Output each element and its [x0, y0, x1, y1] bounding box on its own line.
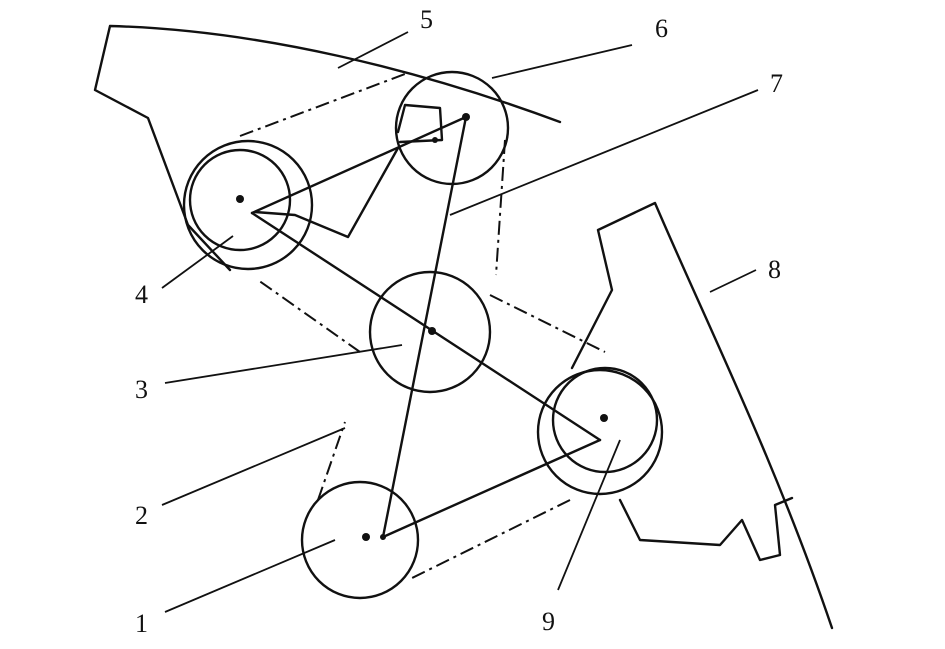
- drive-belt: [239, 73, 606, 581]
- center-dot: [236, 195, 244, 203]
- label-1: 1: [135, 609, 148, 638]
- center-dot: [362, 533, 370, 541]
- pulley-4-inner: [188, 148, 292, 252]
- center-dot: [462, 113, 470, 121]
- leader-8: [709, 269, 757, 293]
- label-8: 8: [768, 255, 781, 284]
- pulley-9-inner: [551, 366, 659, 474]
- pulley-9-outer: [536, 368, 664, 496]
- label-3: 3: [135, 375, 148, 404]
- center-dot: [380, 534, 386, 540]
- lower-bracket: [570, 201, 834, 630]
- leader-4: [161, 235, 234, 289]
- label-7: 7: [770, 69, 783, 98]
- center-dot: [432, 137, 438, 143]
- leader-7: [449, 89, 759, 216]
- label-9: 9: [542, 607, 555, 636]
- rod-4-9: [250, 211, 602, 442]
- leader-6: [491, 44, 633, 79]
- label-5: 5: [420, 5, 433, 34]
- rod-6-1: [381, 115, 468, 539]
- pulley-3: [368, 270, 492, 394]
- label-6: 6: [655, 14, 668, 43]
- leader-3: [164, 344, 403, 384]
- pulley-1: [300, 480, 420, 600]
- center-dot: [428, 327, 436, 335]
- center-dot: [600, 414, 608, 422]
- upper-bracket: [93, 24, 562, 272]
- rod-9-1: [381, 438, 602, 539]
- upper-bracket-arm: [253, 146, 400, 239]
- leader-2: [161, 427, 346, 506]
- tensioner-block: [396, 103, 444, 144]
- pulley-6: [394, 70, 510, 186]
- pulley-4-outer: [182, 139, 314, 271]
- leader-9: [557, 439, 621, 591]
- leader-1: [164, 539, 336, 613]
- label-2: 2: [135, 501, 148, 530]
- rod-4-6: [250, 115, 468, 215]
- leader-5: [337, 31, 409, 69]
- label-4: 4: [135, 280, 148, 309]
